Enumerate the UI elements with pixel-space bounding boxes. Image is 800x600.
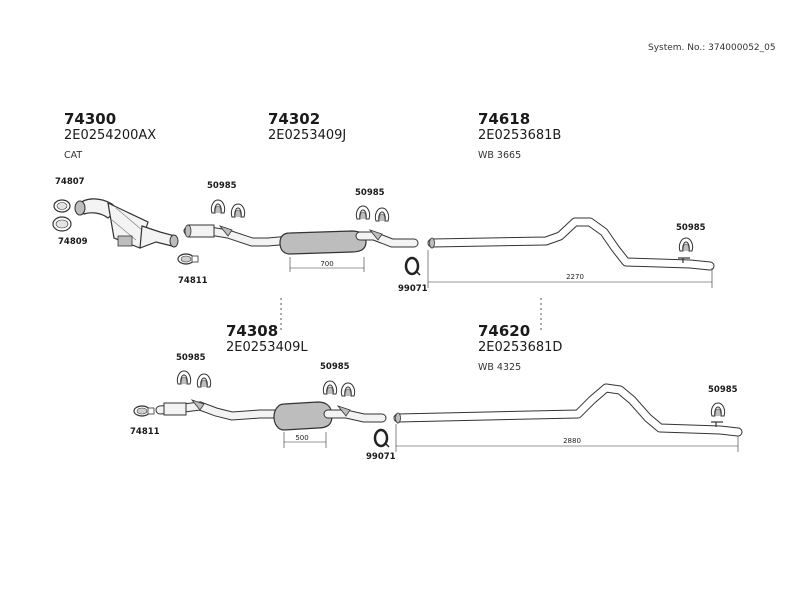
tag-hanger-upper-mid: 50985 [355,188,385,198]
part-ref-rear-pipe: 2E0253681B [478,128,562,143]
hanger-icon-5 [678,237,694,252]
part-ref-rear-pipe-alt: 2E0253681D [478,340,563,355]
part-note-rear-pipe-alt: WB 4325 [478,362,522,373]
part-number-rear-pipe-alt: 74620 [478,322,531,340]
tag-hanger-lower-rear: 50985 [708,385,738,395]
tag-clip-upper: 99071 [398,284,428,294]
front-pipe-upper [183,224,419,255]
seal-ring [52,216,72,232]
tag-clip-lower: 99071 [366,452,396,462]
hanger-icon-4 [374,207,390,222]
part-ref-cat: 2E0254200AX [64,128,157,143]
part-number-front-pipe: 74302 [268,110,321,128]
hanger-icon-9 [340,382,356,397]
front-pipe-lower [155,399,387,431]
catalytic-converter [74,198,179,249]
dimension-label-700: 700 [320,260,333,268]
hanger-icon-6 [176,370,192,385]
hanger-icon-3 [355,205,371,220]
tag-clamp-upper: 74811 [178,276,208,286]
tag-hanger-lower-front: 50985 [176,353,206,363]
system-number: System. No.: 374000052_05 [648,43,776,53]
tag-seal: 74809 [58,237,88,247]
dimension-label-500: 500 [295,434,308,442]
tag-gasket: 74807 [55,177,85,187]
part-number-cat: 74300 [64,110,117,128]
part-note-rear-pipe: WB 3665 [478,150,522,161]
clamp-icon-lower [133,405,155,417]
part-note-cat: CAT [64,150,83,161]
rear-pipe-upper [427,217,715,271]
tag-hanger-lower-mid: 50985 [320,362,350,372]
clamp-icon-upper [177,253,199,265]
tag-hanger-upper-front: 50985 [207,181,237,191]
clip-icon-lower [373,428,391,449]
dimension-lower-tailpipe: 2880 [395,424,739,452]
hanger-icon-10 [710,402,726,417]
dimension-lower-muffler: 500 [283,432,327,448]
gasket-ring [53,199,71,213]
hanger-icon-7 [196,373,212,388]
rear-pipe-lower [393,383,743,437]
part-number-rear-pipe: 74618 [478,110,531,128]
dimension-upper-tailpipe: 2270 [427,250,713,288]
hanger-icon-2 [230,203,246,218]
hanger-icon-1 [210,199,226,214]
part-ref-front-pipe: 2E0253409J [268,128,347,143]
dimension-label-2270: 2270 [566,273,584,281]
tag-hanger-upper-rear: 50985 [676,223,706,233]
part-number-front-pipe-alt: 74308 [226,322,279,340]
dimension-label-2880: 2880 [563,437,581,445]
clip-icon-upper [404,256,422,277]
part-ref-front-pipe-alt: 2E0253409L [226,340,308,355]
tag-clamp-lower: 74811 [130,427,160,437]
hanger-icon-8 [322,380,338,395]
dimension-upper-muffler: 700 [289,257,365,272]
